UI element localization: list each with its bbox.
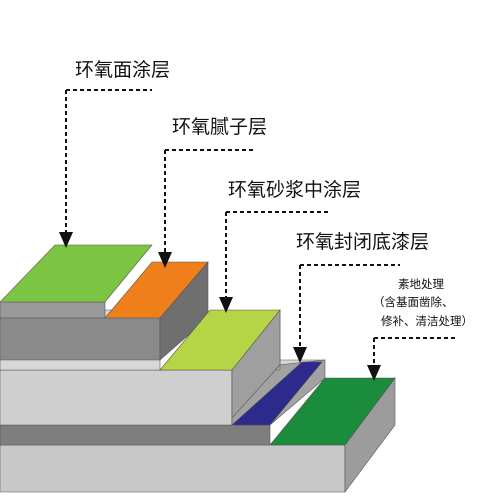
top-coat-layer-surface: [0, 244, 153, 303]
label-mortar-mid-coat: 环氧砂浆中涂层: [228, 179, 361, 201]
mortar-mid-coat-layer-surface: [159, 309, 281, 371]
slab-3-body: [0, 369, 233, 426]
label-substrate-detail-1: （含基面凿除、: [373, 295, 454, 309]
leader-sealer: [293, 264, 400, 363]
arrow-down-icon: [59, 232, 73, 248]
arrow-down-icon: [293, 347, 307, 363]
sealer-primer-layer-surface: [231, 361, 323, 426]
leader-top-coat: [59, 89, 152, 248]
substrate-treatment-surface: [269, 377, 396, 446]
label-substrate-title: 素地处理: [398, 277, 444, 291]
slab-1-front: [0, 301, 106, 319]
putty-layer-surface: [104, 261, 209, 319]
leader-substrate: [367, 337, 458, 381]
arrow-down-icon: [219, 297, 233, 313]
arrow-down-icon: [367, 365, 381, 381]
leader-mortar: [219, 211, 330, 313]
slab-1-body: [0, 317, 161, 361]
label-top-coat: 环氧面涂层: [75, 59, 170, 81]
label-putty: 环氧腻子层: [172, 116, 267, 138]
arrow-down-icon: [158, 252, 172, 268]
slab-3-front: [0, 424, 271, 446]
leader-putty: [158, 149, 255, 268]
label-sealer-primer: 环氧封闭底漆层: [296, 231, 429, 253]
label-substrate-detail-2: 修补、清洁处理）: [381, 314, 473, 328]
slab-bottom-front: [0, 444, 346, 493]
